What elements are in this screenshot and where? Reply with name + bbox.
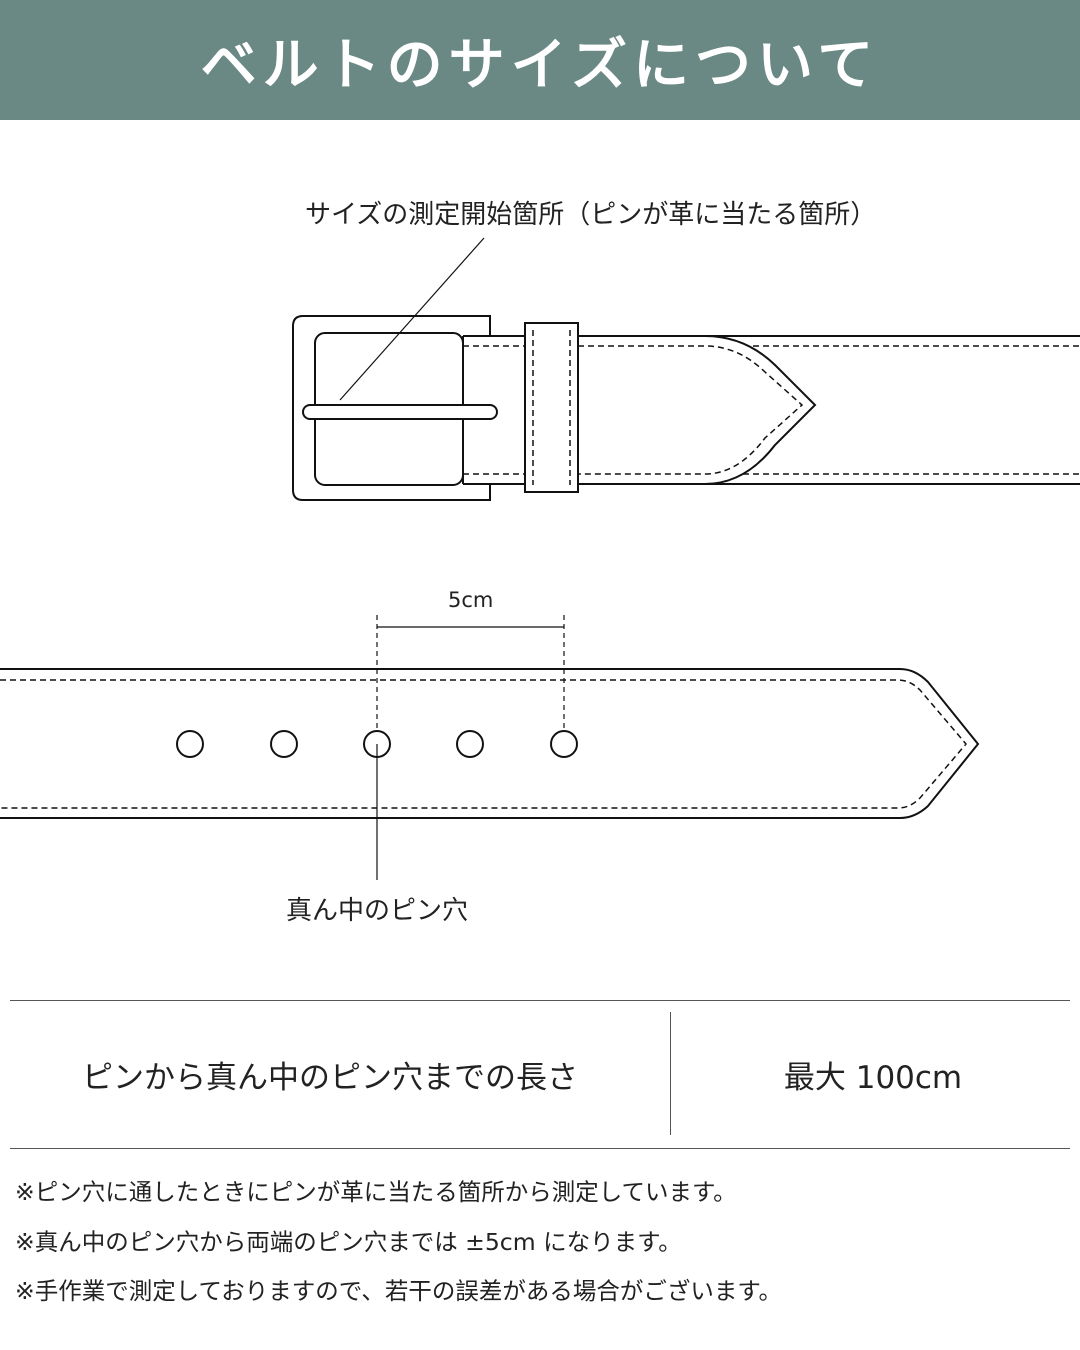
note: ※手作業で測定しておりますので、若干の誤差がある場合がございます。 — [15, 1277, 782, 1305]
table-top-border — [10, 1000, 1070, 1001]
belt-tip — [578, 335, 817, 485]
tip-stitch — [578, 345, 804, 475]
pin-hole — [456, 730, 484, 758]
header-banner: ベルトのサイズについて — [0, 0, 1080, 120]
pin-hole — [550, 730, 578, 758]
dimension-label: 5cm — [448, 588, 494, 612]
dimension-guides — [376, 615, 565, 731]
table-divider — [670, 1012, 671, 1135]
table-label: ピンから真ん中のピン穴までの長さ — [82, 1060, 578, 1096]
pin-holes — [176, 730, 578, 758]
belt-end-stitch — [0, 679, 967, 809]
center-hole-label: 真ん中のピン穴 — [286, 896, 469, 926]
belt-buckle-diagram — [0, 237, 1080, 880]
loop-stitch — [532, 330, 571, 485]
pin-hole — [270, 730, 298, 758]
belt-loop — [524, 322, 579, 493]
table-value: 最大 100cm — [783, 1060, 963, 1096]
leader-line — [339, 237, 485, 401]
belt-end-strap — [0, 668, 980, 819]
note: ※真ん中のピン穴から両端のピン穴までは ±5cm になります。 — [15, 1228, 682, 1256]
buckle-pin — [302, 404, 498, 420]
note: ※ピン穴に通したときにピンが革に当たる箇所から測定しています。 — [15, 1178, 737, 1206]
table-bottom-border — [10, 1148, 1070, 1149]
buckle-frame — [292, 315, 491, 501]
page-title: ベルトのサイズについて — [200, 32, 880, 98]
measure-start-label: サイズの測定開始箇所（ピンが革に当たる箇所） — [305, 200, 877, 230]
pin-hole — [176, 730, 204, 758]
